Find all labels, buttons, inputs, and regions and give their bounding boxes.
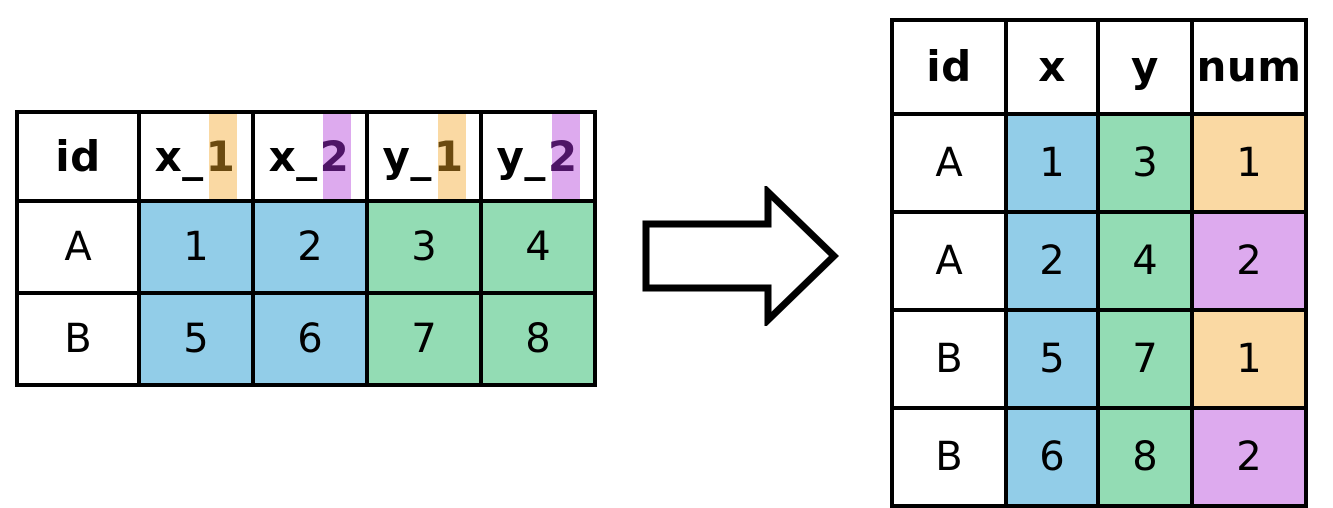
- wide-header-x1-suffix: 1: [205, 131, 236, 181]
- highlight-stripe-purple: [323, 114, 352, 199]
- highlight-stripe-orange: [437, 114, 466, 199]
- long-header-num: num: [1190, 18, 1308, 116]
- wide-header-x2-box: x_2: [255, 114, 365, 199]
- long-cell-id: A: [890, 112, 1008, 214]
- wide-header-y2-wrap: y_2: [496, 114, 580, 199]
- wide-header-y2: y_2: [479, 110, 597, 203]
- arrow-shape: [642, 186, 840, 326]
- wide-cell-id: A: [15, 199, 141, 295]
- long-cell-y: 3: [1096, 112, 1194, 214]
- long-cell-y: 4: [1096, 210, 1194, 312]
- long-cell-num: 1: [1190, 308, 1308, 410]
- wide-header-y2-box: y_2: [483, 114, 593, 199]
- wide-cell-x1: 5: [137, 291, 255, 387]
- wide-cell-y1: 3: [365, 199, 483, 295]
- wide-header-id: id: [15, 110, 141, 203]
- long-cell-y: 7: [1096, 308, 1194, 410]
- long-cell-y: 8: [1096, 406, 1194, 508]
- long-cell-num: 2: [1190, 210, 1308, 312]
- wide-format-table: id x_1 x_2: [15, 110, 597, 387]
- highlight-stripe-orange: [209, 114, 238, 199]
- long-cell-num: 2: [1190, 406, 1308, 508]
- wide-header-x1-base: x_: [154, 131, 204, 181]
- long-cell-x: 6: [1004, 406, 1100, 508]
- long-header-x: x: [1004, 18, 1100, 116]
- long-format-table: id x y num A 1 3 1 A 2 4 2 B 5 7 1 B 6 8…: [890, 18, 1308, 508]
- long-cell-id: B: [890, 406, 1008, 508]
- wide-header-y2-suffix: 2: [547, 131, 578, 181]
- wide-header-x1: x_1: [137, 110, 255, 203]
- wide-header-x2-wrap: x_2: [269, 114, 352, 199]
- wide-header-y2-base: y_: [496, 131, 546, 181]
- long-cell-x: 5: [1004, 308, 1100, 410]
- wide-cell-y2: 4: [479, 199, 597, 295]
- wide-header-x2-base: x_: [268, 131, 318, 181]
- wide-header-y1: y_1: [365, 110, 483, 203]
- table-row: B 6 8 2: [890, 406, 1308, 508]
- wide-header-x2: x_2: [251, 110, 369, 203]
- long-cell-id: B: [890, 308, 1008, 410]
- long-cell-num: 1: [1190, 112, 1308, 214]
- long-header-y: y: [1096, 18, 1194, 116]
- long-header-id: id: [890, 18, 1008, 116]
- table-header-row: id x_1 x_2: [15, 110, 597, 203]
- long-cell-x: 2: [1004, 210, 1100, 312]
- wide-header-y1-box: y_1: [369, 114, 479, 199]
- wide-cell-y1: 7: [365, 291, 483, 387]
- wide-header-x2-suffix: 2: [319, 131, 350, 181]
- wide-header-x1-box: x_1: [141, 114, 251, 199]
- wide-cell-x1: 1: [137, 199, 255, 295]
- table-row: A 1 3 1: [890, 112, 1308, 214]
- wide-cell-y2: 8: [479, 291, 597, 387]
- wide-header-id-label: id: [55, 131, 101, 181]
- wide-cell-x2: 6: [251, 291, 369, 387]
- wide-cell-x2: 2: [251, 199, 369, 295]
- wide-cell-id: B: [15, 291, 141, 387]
- long-cell-x: 1: [1004, 112, 1100, 214]
- wide-header-y1-suffix: 1: [433, 131, 464, 181]
- highlight-stripe-purple: [551, 114, 580, 199]
- long-cell-id: A: [890, 210, 1008, 312]
- table-row: B 5 6 7 8: [15, 291, 597, 387]
- table-row: B 5 7 1: [890, 308, 1308, 410]
- wide-header-x1-wrap: x_1: [155, 114, 238, 199]
- table-header-row: id x y num: [890, 18, 1308, 116]
- table-row: A 2 4 2: [890, 210, 1308, 312]
- table-row: A 1 2 3 4: [15, 199, 597, 295]
- wide-header-y1-wrap: y_1: [382, 114, 466, 199]
- wide-header-y1-base: y_: [382, 131, 432, 181]
- transform-arrow-icon: [642, 186, 840, 326]
